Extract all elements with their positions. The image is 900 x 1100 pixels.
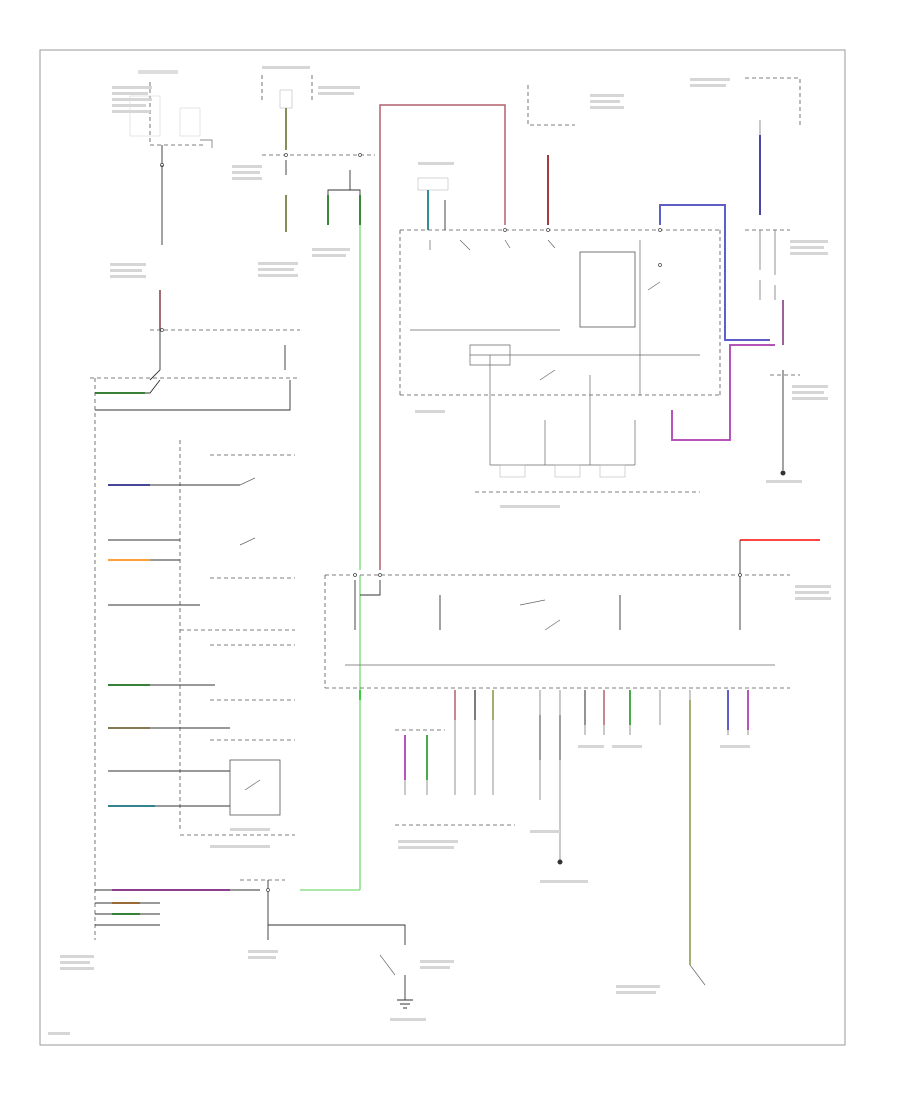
top-right-section [659, 77, 801, 476]
meter-connector-row [475, 420, 700, 493]
connector-pins [160, 153, 742, 892]
left-connector-column [94, 378, 295, 940]
pink-power-wire [379, 104, 506, 570]
left-relay-section [90, 290, 300, 411]
green-signal-wire [300, 225, 361, 891]
label-blocks [48, 66, 831, 1035]
top-left-fuse-block [129, 70, 213, 245]
ecu-block [324, 539, 820, 689]
bottom-left-wires [95, 879, 413, 1009]
bottom-colored-wires [359, 690, 749, 986]
fuse-block-2 [261, 75, 375, 232]
top-center-meter [399, 85, 721, 420]
diagram-border [39, 49, 846, 1046]
